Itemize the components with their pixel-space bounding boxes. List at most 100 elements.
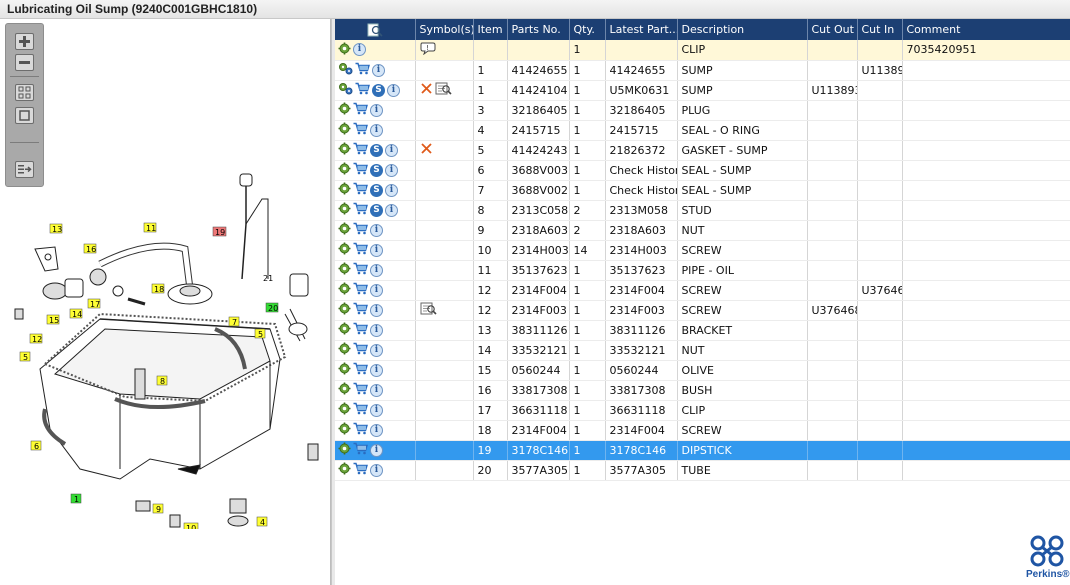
- book-search-icon[interactable]: [420, 302, 437, 318]
- info-icon[interactable]: i: [370, 443, 383, 457]
- gear-icon[interactable]: [338, 262, 351, 278]
- table-row[interactable]: Si1414241041U5MK0631SUMPU113893I: [335, 80, 1070, 101]
- callout-label[interactable]: 9: [156, 505, 161, 514]
- supersession-icon[interactable]: S: [370, 163, 383, 177]
- column-header-symbols[interactable]: Symbol(s): [415, 19, 474, 40]
- cart-icon[interactable]: [353, 282, 368, 298]
- gear-icon[interactable]: [338, 302, 351, 318]
- callout-label[interactable]: 4: [260, 518, 265, 527]
- cart-icon[interactable]: [353, 122, 368, 138]
- table-row[interactable]: i122314F00412314F004SCREWU376469: [335, 280, 1070, 301]
- info-icon[interactable]: i: [370, 403, 383, 417]
- cart-icon[interactable]: [353, 202, 368, 218]
- supersession-icon[interactable]: S: [370, 183, 383, 197]
- info-icon[interactable]: i: [372, 63, 385, 77]
- exploded-parts-diagram[interactable]: 13 11 19 16 14 15 17 18 21 20 12 7 5 5 8…: [0, 169, 331, 529]
- callout-label[interactable]: 1: [74, 495, 79, 504]
- gears-icon[interactable]: [338, 82, 353, 98]
- pane-splitter[interactable]: [331, 19, 335, 585]
- export-button[interactable]: [15, 161, 34, 178]
- gear-icon[interactable]: [338, 282, 351, 298]
- gear-icon[interactable]: [338, 162, 351, 178]
- callout-label[interactable]: 17: [90, 300, 100, 309]
- info-icon[interactable]: i: [385, 143, 398, 157]
- callout-label[interactable]: 19: [215, 228, 225, 237]
- info-icon[interactable]: i: [370, 463, 383, 477]
- column-header-actions[interactable]: [335, 19, 416, 40]
- gear-icon[interactable]: [338, 362, 351, 378]
- info-icon[interactable]: i: [370, 223, 383, 237]
- info-icon[interactable]: i: [370, 423, 383, 437]
- cart-icon[interactable]: [353, 462, 368, 478]
- gear-icon[interactable]: [338, 102, 351, 118]
- cart-icon[interactable]: [353, 142, 368, 158]
- callout-label[interactable]: 16: [86, 245, 96, 254]
- table-row[interactable]: i141424655141424655SUMPU113894: [335, 60, 1070, 81]
- column-header-description[interactable]: Description: [677, 19, 808, 40]
- zoom-in-button[interactable]: [15, 33, 34, 50]
- column-header-comment[interactable]: Comment: [902, 19, 1070, 40]
- callout-label[interactable]: 21: [263, 274, 273, 283]
- gear-icon[interactable]: [338, 402, 351, 418]
- callout-label[interactable]: 10: [186, 524, 196, 529]
- info-icon[interactable]: i: [370, 103, 383, 117]
- info-icon[interactable]: i: [370, 363, 383, 377]
- info-icon[interactable]: i: [370, 323, 383, 337]
- callout-label[interactable]: 7: [232, 318, 237, 327]
- book-search-icon[interactable]: [435, 82, 452, 98]
- cross-icon[interactable]: [420, 142, 433, 158]
- gear-icon[interactable]: [338, 322, 351, 338]
- gear-icon[interactable]: [338, 242, 351, 258]
- note-icon[interactable]: !: [420, 42, 436, 58]
- gear-icon[interactable]: [338, 222, 351, 238]
- column-header-cut-out[interactable]: Cut Out: [807, 19, 858, 40]
- table-row[interactable]: i122314F00312314F003SCREWU376468I: [335, 300, 1070, 321]
- gear-icon[interactable]: [338, 122, 351, 138]
- callout-label[interactable]: 5: [23, 353, 28, 362]
- column-header-parts-no[interactable]: Parts No.: [507, 19, 570, 40]
- gears-icon[interactable]: [338, 62, 353, 78]
- diagram-pane[interactable]: 13 11 19 16 14 15 17 18 21 20 12 7 5 5 8…: [0, 19, 331, 585]
- supersession-icon[interactable]: S: [370, 203, 383, 217]
- cart-icon[interactable]: [353, 382, 368, 398]
- cart-icon[interactable]: [353, 222, 368, 238]
- info-icon[interactable]: i: [385, 183, 398, 197]
- cart-icon[interactable]: [355, 82, 370, 98]
- callout-label[interactable]: 6: [34, 442, 39, 451]
- info-icon[interactable]: i: [370, 303, 383, 317]
- cart-icon[interactable]: [353, 362, 368, 378]
- supersession-icon[interactable]: S: [372, 83, 385, 97]
- cart-icon[interactable]: [353, 322, 368, 338]
- info-icon[interactable]: i: [370, 383, 383, 397]
- callout-label[interactable]: 15: [49, 316, 59, 325]
- cart-icon[interactable]: [353, 182, 368, 198]
- zoom-out-button[interactable]: [15, 54, 34, 71]
- cart-icon[interactable]: [353, 242, 368, 258]
- callout-label[interactable]: 5: [258, 330, 263, 339]
- supersession-icon[interactable]: S: [370, 143, 383, 157]
- gear-icon[interactable]: [338, 422, 351, 438]
- cross-icon[interactable]: [420, 82, 433, 98]
- gear-icon[interactable]: [338, 382, 351, 398]
- column-header-qty[interactable]: Qty.: [569, 19, 606, 40]
- info-icon[interactable]: i: [370, 263, 383, 277]
- gear-icon[interactable]: [338, 442, 351, 458]
- cart-icon[interactable]: [353, 302, 368, 318]
- info-icon[interactable]: i: [353, 43, 366, 57]
- info-icon[interactable]: i: [387, 83, 400, 97]
- info-icon[interactable]: i: [370, 283, 383, 297]
- gear-icon[interactable]: [338, 462, 351, 478]
- fit-window-button[interactable]: [15, 107, 34, 124]
